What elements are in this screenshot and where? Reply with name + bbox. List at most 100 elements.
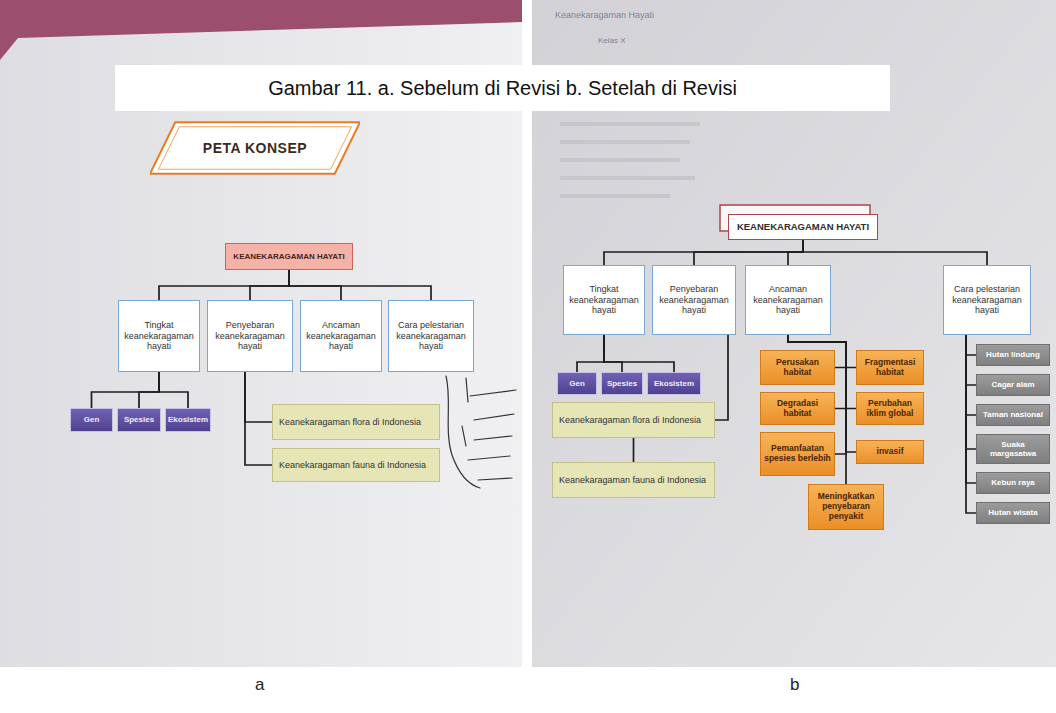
distribution-box: Keanekaragaman fauna di Indonesia: [272, 448, 440, 482]
node-text: Penyebaran keanekaragaman hayati: [212, 320, 288, 351]
threat-box: Perubahan iklim global: [856, 392, 924, 425]
tree-connector: [966, 335, 976, 355]
node-text: Tingkat keanekaragaman hayati: [123, 320, 195, 351]
faint-line: [560, 176, 695, 180]
node-text: KEANEKARAGAMAN HAYATI: [734, 222, 872, 233]
tree-connector: [966, 335, 976, 483]
tree-connector: [289, 270, 341, 300]
tree-connector: [966, 335, 976, 415]
conservation-box: Cagar alam: [976, 374, 1050, 396]
handwritten-scribble: [446, 376, 516, 488]
figure-caption: Gambar 11. a. Sebelum di Revisi b. Setel…: [115, 65, 890, 111]
node-text: Keanekaragaman flora di Indonesia: [559, 415, 708, 425]
root-box: KEANEKARAGAMAN HAYATI: [225, 243, 353, 270]
tree-connector: [159, 270, 289, 300]
node-text: Perusakan habitat: [764, 358, 831, 378]
tree-connector: [92, 372, 160, 408]
level-box: Spesies: [601, 372, 643, 395]
conservation-box: Taman nasional: [976, 404, 1050, 426]
threat-box: invasif: [856, 440, 924, 464]
category-box: Penyebaran keanekaragaman hayati: [207, 300, 293, 372]
category-box: Cara pelestarian keanekaragaman hayati: [943, 265, 1031, 335]
tree-connector: [289, 270, 431, 300]
pen-stroke: [474, 436, 512, 440]
node-text: KEANEKARAGAMAN HAYATI: [230, 252, 348, 261]
tree-connector: [694, 240, 803, 265]
node-text: Gen: [560, 379, 594, 388]
node-text: Ekosistem: [650, 379, 698, 388]
root-box: KEANEKARAGAMAN HAYATI: [728, 214, 878, 240]
faint-line: [560, 122, 700, 126]
header-text: Kelas X: [598, 36, 626, 45]
tree-connector: [604, 335, 674, 372]
header-text: Keanekaragaman Hayati: [555, 10, 654, 20]
category-box: Ancaman keanekaragaman hayati: [300, 300, 382, 372]
node-text: Keanekaragaman fauna di Indonesia: [279, 460, 433, 470]
node-text: Gen: [73, 415, 110, 424]
concept-map-title: PETA KONSEP: [150, 120, 360, 176]
threat-box: Fragmentasi habitat: [856, 350, 924, 385]
node-text: Kebun raya: [980, 478, 1046, 487]
panel-letter: a: [255, 675, 264, 695]
category-box: Penyebaran keanekaragaman hayati: [652, 265, 736, 335]
node-text: Pemanfaatan spesies berlebih: [764, 444, 831, 464]
level-box: Gen: [557, 372, 597, 395]
node-text: Cara pelestarian keanekaragaman hayati: [393, 320, 469, 351]
level-box: Ekosistem: [165, 408, 211, 432]
node-text: Cagar alam: [980, 380, 1046, 389]
level-box: Gen: [70, 408, 113, 432]
level-box: Ekosistem: [647, 372, 701, 395]
pen-stroke: [462, 426, 466, 446]
pen-stroke: [470, 390, 516, 396]
outline-shape: [150, 122, 360, 174]
threat-box: Perusakan habitat: [760, 350, 835, 385]
node-text: Hutan lindung: [980, 350, 1046, 359]
node-text: Spesies: [120, 415, 158, 424]
node-text: Spesies: [604, 379, 640, 388]
faint-line: [560, 158, 680, 162]
tree-connector: [139, 372, 159, 408]
pen-stroke: [478, 478, 512, 480]
node-text: invasif: [860, 447, 920, 457]
conservation-box: Kebun raya: [976, 472, 1050, 494]
category-box: Tingkat keanekaragaman hayati: [118, 300, 200, 372]
faint-line: [560, 194, 670, 198]
node-text: Hutan wisata: [980, 508, 1046, 517]
tree-connector: [245, 372, 272, 422]
tree-connector: [604, 240, 803, 265]
node-text: Ancaman keanekaragaman hayati: [750, 284, 826, 315]
node-text: Ekosistem: [168, 415, 208, 424]
paper-sheet: [0, 22, 522, 667]
pen-stroke: [466, 378, 468, 402]
outline-shape: [158, 127, 351, 170]
tree-connector: [577, 335, 604, 372]
level-box: Spesies: [117, 408, 161, 432]
tree-connector: [604, 335, 622, 372]
node-text: Keanekaragaman fauna di Indonesia: [559, 475, 708, 485]
tree-connector: [715, 335, 728, 420]
node-text: Keanekaragaman flora di Indonesia: [279, 417, 433, 427]
node-text: PETA KONSEP: [176, 140, 334, 156]
tree-connector: [966, 335, 976, 513]
faint-text-lines: [560, 122, 700, 198]
tree-connector: [966, 335, 976, 449]
tree-connector: [966, 335, 976, 385]
pen-stroke: [474, 414, 514, 420]
pen-stroke: [446, 376, 480, 488]
conservation-box: Hutan lindung: [976, 344, 1050, 366]
node-text: Degradasi habitat: [764, 399, 831, 419]
tree-connector: [245, 372, 272, 465]
node-text: Suaka margasatwa: [980, 440, 1046, 458]
conservation-box: Hutan wisata: [976, 502, 1050, 524]
node-text: Ancaman keanekaragaman hayati: [305, 320, 377, 351]
distribution-box: Keanekaragaman flora di Indonesia: [272, 404, 440, 440]
threat-box: Pemanfaatan spesies berlebih: [760, 432, 835, 476]
node-text: Cara pelestarian keanekaragaman hayati: [948, 284, 1026, 315]
node-text: Penyebaran keanekaragaman hayati: [657, 284, 731, 315]
node-text: Tingkat keanekaragaman hayati: [568, 284, 640, 315]
category-box: Cara pelestarian keanekaragaman hayati: [388, 300, 474, 372]
node-text: Fragmentasi habitat: [860, 358, 920, 378]
category-box: Ancaman keanekaragaman hayati: [745, 265, 831, 335]
panel-letter: b: [790, 675, 799, 695]
